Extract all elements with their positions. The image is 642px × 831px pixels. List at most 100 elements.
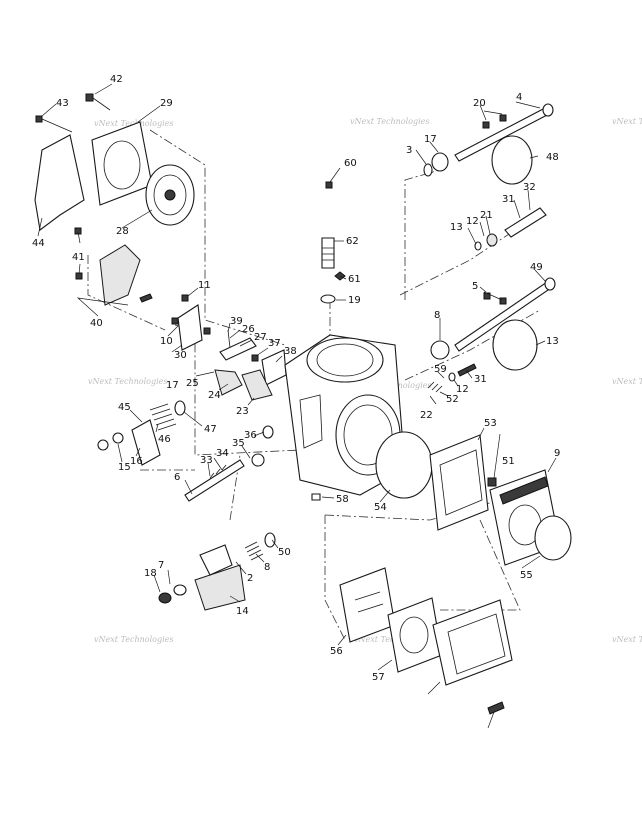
callout-labels: 42 43 29 44 28 41 40 11 10 30 39 26 27 3… (32, 74, 560, 683)
part-washer-47 (174, 400, 186, 416)
callout-20: 17 (424, 134, 437, 145)
part-cover-40 (99, 244, 141, 306)
watermark-7: vNext Technologies (94, 635, 173, 644)
part-spring-12 (427, 381, 443, 393)
callout-12-mid: 52 (446, 394, 459, 405)
callout-14: 60 (344, 158, 357, 169)
callout-18: 2 (247, 573, 253, 584)
callout-45: 45 (118, 402, 131, 413)
callout-26: 26 (242, 324, 255, 335)
callout-21: 49 (530, 262, 543, 273)
callout-15: 15 (118, 462, 131, 473)
watermark-6: vNext Technologies (612, 377, 642, 386)
callout-59: 31 (474, 374, 487, 385)
callout-4-top: 20 (473, 98, 486, 109)
parts (34, 93, 572, 715)
watermark-3: vNext Technologies (612, 117, 642, 126)
part-nut-7 (158, 592, 172, 604)
callout-35b: 33 (200, 455, 213, 466)
watermark-1: vNext Technologies (94, 119, 173, 128)
watermark-4: vNext Technologies (88, 377, 167, 386)
part-gasket-54 (339, 567, 396, 643)
callout-33: 6 (174, 472, 180, 483)
part-screw-57 (487, 701, 505, 715)
part-plate-52 (429, 434, 489, 531)
part-bracket-44 (34, 134, 85, 231)
part-screw-11 (181, 294, 189, 302)
callout-13-top: 12 (466, 216, 479, 227)
part-screw-33 (184, 459, 245, 502)
callout-11: 11 (198, 280, 211, 291)
callout-51: 58 (336, 494, 349, 505)
part-lever-38 (261, 349, 287, 386)
callout-23: 23 (236, 406, 249, 417)
callout-24: 24 (208, 390, 221, 401)
callout-3: 48 (546, 152, 559, 163)
callout-12-top: 21 (480, 210, 493, 221)
callout-39: 39 (230, 316, 243, 327)
part-washer-61 (320, 294, 336, 304)
callout-49: 8 (434, 310, 440, 321)
callout-47: 47 (204, 424, 217, 435)
part-screw-41 (74, 227, 82, 235)
callout-50: 14 (236, 606, 249, 617)
part-screw-60 (321, 237, 335, 269)
callout-29: 29 (160, 98, 173, 109)
part-disc-5 (492, 319, 538, 371)
part-lever-50 (194, 564, 246, 611)
part-plate-55 (387, 597, 443, 673)
callout-31-mid: 22 (420, 410, 433, 421)
callout-13-mid: 12 (456, 384, 469, 395)
callout-8: 50 (278, 547, 291, 558)
callout-2: 8 (264, 562, 270, 573)
callout-48: 32 (523, 182, 536, 193)
callout-58: 55 (520, 570, 533, 581)
callout-53: 9 (554, 448, 560, 459)
part-bushing-49 (430, 340, 450, 360)
callout-28: 28 (116, 226, 129, 237)
part-screw-43 (35, 115, 43, 123)
callout-31-top: 13 (450, 222, 463, 233)
callout-6: 7 (158, 560, 164, 571)
part-oring-17 (423, 163, 433, 177)
part-plug-51 (311, 493, 321, 501)
part-screw-22 (487, 477, 497, 487)
part-bracket-18 (199, 544, 233, 576)
callout-44: 44 (32, 238, 45, 249)
callout-8-mid: 59 (434, 364, 447, 375)
part-needle-59 (457, 363, 477, 377)
callout-32: 31 (502, 194, 515, 205)
callout-41: 41 (72, 252, 85, 263)
callout-16: 16 (130, 456, 143, 467)
callout-42: 42 (110, 74, 123, 85)
callout-60: 62 (346, 236, 359, 247)
callout-61: 19 (348, 295, 361, 306)
part-screw-42 (85, 93, 94, 102)
callout-9: 54 (374, 502, 387, 513)
callout-22: 51 (502, 456, 515, 467)
callout-17-top: 3 (406, 145, 412, 156)
part-plate-30 (177, 304, 203, 351)
callout-55: 57 (372, 672, 385, 683)
watermark-9: vNext Technologies (612, 635, 642, 644)
watermark-2: vNext Technologies (350, 117, 429, 126)
part-spring-46 (149, 403, 177, 431)
callout-4-mid: 5 (472, 281, 478, 292)
part-cover-56 (432, 599, 513, 686)
part-spring-2 (244, 541, 264, 561)
part-lever-23 (241, 369, 273, 401)
callout-5: 13 (546, 336, 559, 347)
callout-37: 37 (268, 338, 281, 349)
callout-34: 34 (216, 448, 229, 459)
part-screw-14 (325, 181, 333, 189)
callout-27: 27 (254, 332, 267, 343)
callout-10: 10 (160, 336, 173, 347)
callout-62: 61 (348, 274, 361, 285)
leader-lines (37, 83, 557, 729)
part-disc-3 (491, 135, 533, 185)
part-arm-24 (214, 369, 243, 396)
callout-38: 38 (284, 346, 297, 357)
part-gasket-9 (375, 431, 433, 499)
callout-35: 35 (232, 438, 245, 449)
